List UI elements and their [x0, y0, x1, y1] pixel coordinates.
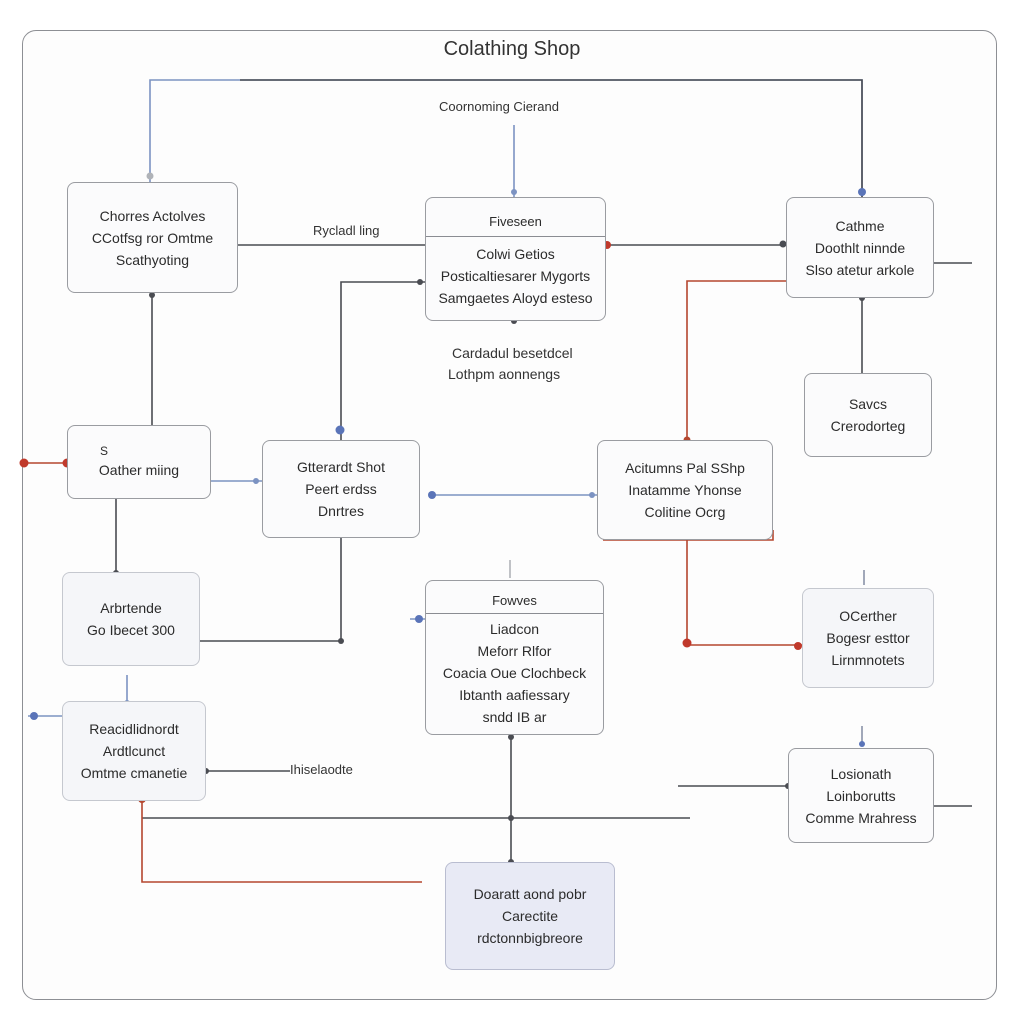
node-fowves-line-4: Ibtanth aafiessary	[459, 687, 570, 703]
node-docrat-line-3: rdctonnbigbreore	[477, 930, 583, 946]
node-losionath-line-2: Loinborutts	[826, 787, 896, 804]
node-actions-line-3: Colitine Ocrg	[644, 504, 726, 520]
node-actions-line-1: Acitumns Pal SShp	[625, 460, 745, 476]
node-actions-line-2: Inatamme Yhonse	[628, 482, 742, 498]
node-chores-line-1: Chorres Actolves	[99, 207, 206, 224]
node-central-line-3: Dnrtres	[318, 503, 364, 519]
node-cathme-line-2: Doothlt ninnde	[814, 239, 906, 256]
node-docrat[interactable]: Doaratt aond pobr Carectite rdctonnbigbr…	[445, 862, 615, 970]
node-recd[interactable]: Reacidlidnordt Ardtlcunct Omtme cmanetie	[62, 701, 206, 801]
node-fowves-line-5: sndd IB ar	[482, 709, 547, 725]
diagram-title: Colathing Shop	[443, 38, 581, 60]
node-ocerther[interactable]: OCerther Bogesr esttor Lirnmnotets	[802, 588, 934, 688]
node-attendle-line-1: Arbrtende	[100, 600, 162, 616]
connector-red-ocerther	[686, 540, 803, 646]
node-cathme-line-1: Cathme	[835, 217, 885, 234]
node-central-line-2: Peert erdss	[305, 481, 377, 497]
node-fowves-head: Fowves	[492, 593, 537, 608]
node-fiveseen-line-2: Posticaltiesarer Mygorts	[440, 268, 591, 284]
node-cathme[interactable]: Cathme Doothlt ninnde Slso atetur arkole	[786, 197, 934, 298]
bottom-link-label: Ihiselaodte	[290, 762, 353, 777]
node-fiveseen-line-1: Colwi Getios	[476, 246, 555, 262]
node-chores-line-3: Scathyoting	[115, 251, 190, 268]
connector-red-actions	[686, 280, 788, 441]
node-saves-line-2: Crerodorteg	[830, 418, 906, 434]
node-central-line-1: Gtterardt Shot	[297, 459, 385, 475]
node-chores[interactable]: Chorres Actolves CCotfsg ror Omtme Scath…	[67, 182, 238, 293]
node-fowves-divider	[426, 613, 603, 614]
connector-top-loop-dark	[240, 79, 863, 197]
node-cathme-line-3: Slso atetur arkole	[805, 261, 915, 278]
connector-red-recd-docrat	[141, 799, 422, 883]
node-fiveseen-divider	[426, 236, 605, 237]
node-docrat-line-2: Carectite	[501, 908, 559, 924]
node-other-ming-mark: S	[99, 444, 108, 458]
node-fowves[interactable]: Fowves Liadcon Meforr Rlfor Coacia Oue C…	[425, 580, 604, 735]
node-losionath-line-3: Comme Mrahress	[805, 809, 917, 826]
node-losionath-line-1: Losionath	[830, 765, 892, 782]
mid-note-1: Cardadul besetdcel	[452, 345, 573, 361]
node-fiveseen-head: Fiveseen	[489, 214, 542, 229]
node-saves[interactable]: Savcs Crerodorteg	[804, 373, 932, 457]
node-fiveseen[interactable]: Fiveseen Colwi Getios Posticaltiesarer M…	[425, 197, 606, 321]
connector-fiveseen-central	[340, 281, 426, 440]
node-attendle[interactable]: Arbrtende Go Ibecet 300	[62, 572, 200, 666]
left-link-label: Rycladl ling	[313, 223, 380, 238]
node-actions-shop[interactable]: Acitumns Pal SShp Inatamme Yhonse Coliti…	[597, 440, 773, 540]
node-ocerther-line-3: Lirnmnotets	[831, 652, 905, 668]
node-attendle-line-2: Go Ibecet 300	[87, 622, 175, 638]
node-fowves-line-3: Coacia Oue Clochbeck	[442, 665, 587, 681]
node-losionath[interactable]: Losionath Loinborutts Comme Mrahress	[788, 748, 934, 843]
node-fiveseen-line-3: Samgaetes Aloyd esteso	[438, 290, 593, 306]
node-ocerther-line-1: OCerther	[839, 608, 897, 624]
connector-red-actions-bottom	[603, 530, 774, 541]
node-recd-line-1: Reacidlidnordt	[89, 721, 179, 737]
connector-central-attendle	[200, 538, 342, 642]
node-fowves-line-1: Liadcon	[489, 621, 540, 637]
top-label: Coornoming Cierand	[439, 99, 559, 114]
connector-top-loop	[149, 79, 863, 197]
node-docrat-line-1: Doaratt aond pobr	[473, 886, 587, 902]
node-other-ming[interactable]: S Oather miing	[67, 425, 211, 499]
node-chores-line-2: CCotfsg ror Omtme	[91, 229, 214, 246]
node-saves-line-1: Savcs	[848, 396, 888, 412]
node-ocerther-line-2: Bogesr esttor	[826, 630, 910, 646]
node-fowves-line-2: Meforr Rlfor	[477, 643, 552, 659]
node-recd-line-3: Omtme cmanetie	[80, 765, 188, 781]
mid-note-2: Lothpm aonnengs	[448, 366, 561, 382]
node-central-shot[interactable]: Gtterardt Shot Peert erdss Dnrtres	[262, 440, 420, 538]
node-other-ming-line: Oather miing	[98, 462, 180, 478]
node-recd-line-2: Ardtlcunct	[102, 743, 166, 759]
